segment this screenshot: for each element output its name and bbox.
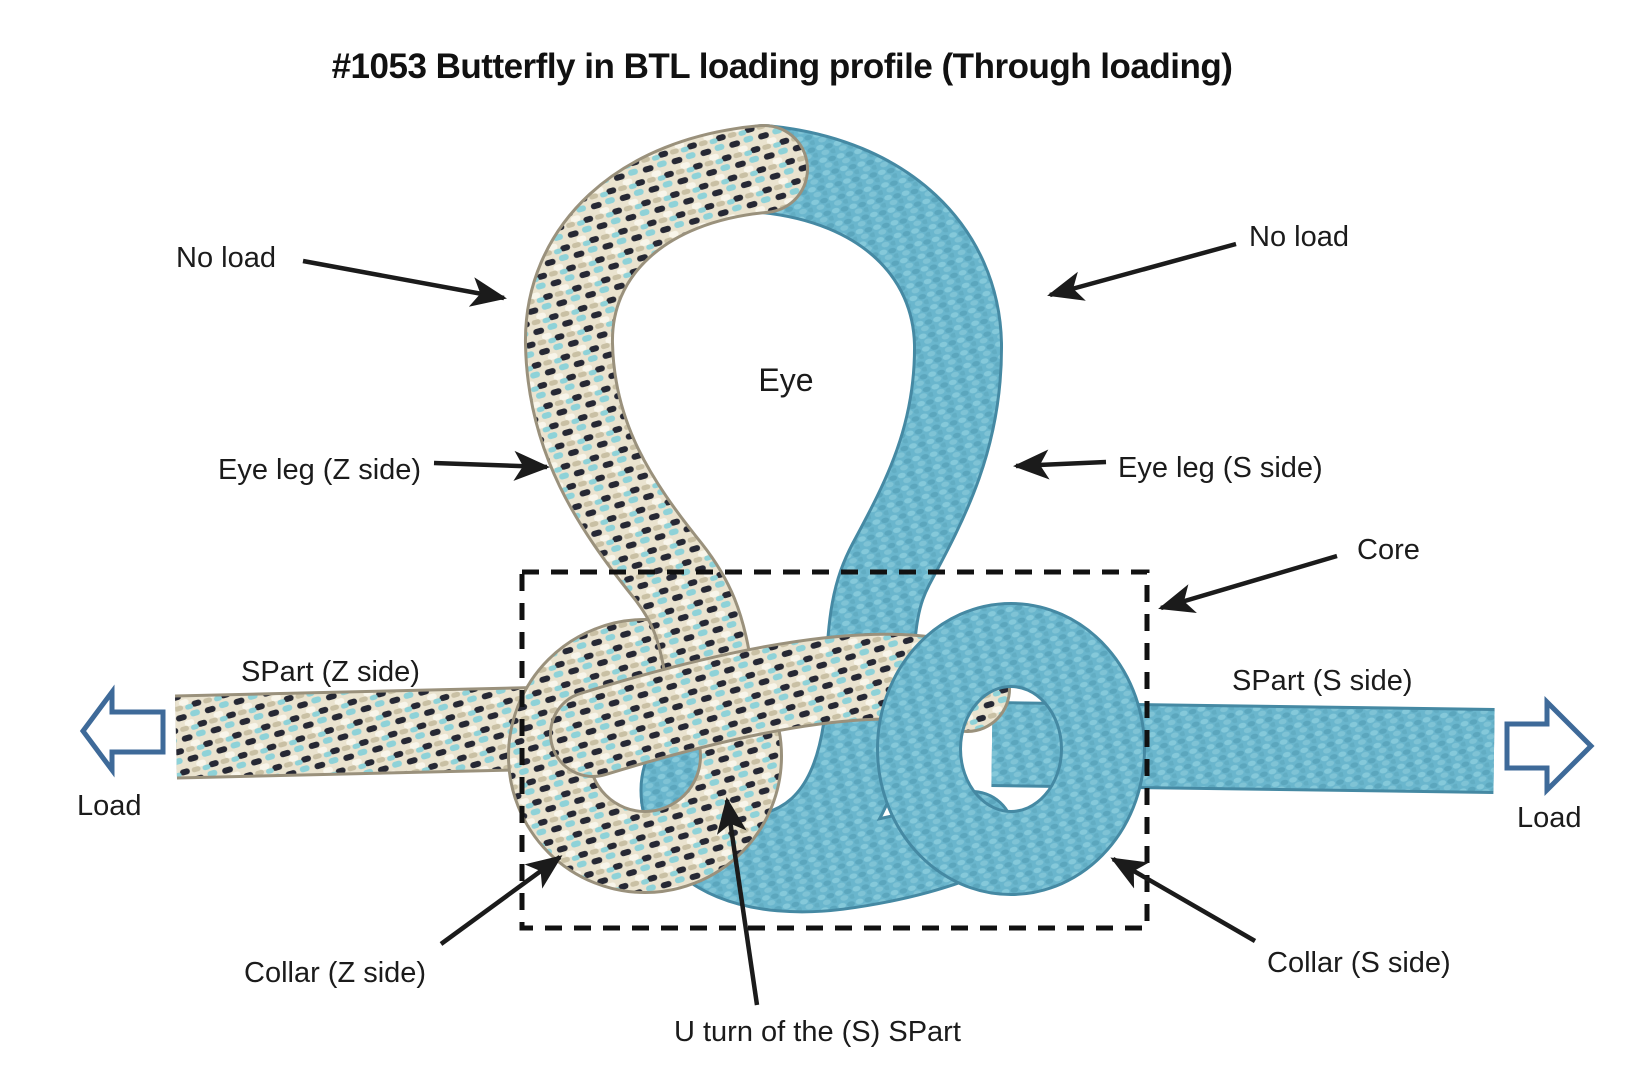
rope-collar-s-ring [876, 602, 1146, 896]
label-eye-leg-z: Eye leg (Z side) [218, 454, 421, 486]
label-load-left: Load [77, 790, 142, 822]
label-core: Core [1357, 534, 1420, 566]
label-load-right: Load [1517, 802, 1582, 834]
arrow-core [1158, 553, 1338, 614]
label-collar-s: Collar (S side) [1267, 947, 1451, 979]
annotation-arrows [302, 241, 1338, 1006]
rope-collar-z-ring [507, 618, 783, 894]
arrow-no-load-right [1047, 241, 1237, 301]
arrow-eye-leg-s [1013, 449, 1107, 480]
arrow-no-load-left [302, 258, 507, 307]
arrow-collar-s [1110, 857, 1257, 943]
label-spart-z: SPart (Z side) [241, 656, 420, 688]
load-arrow-left-icon [79, 684, 166, 778]
label-eye-leg-s: Eye leg (S side) [1118, 452, 1323, 484]
label-no-load-left: No load [176, 242, 276, 274]
rope-eye-leg-s [719, 124, 1004, 741]
load-arrow-right-icon [1504, 695, 1595, 797]
label-collar-z: Collar (Z side) [244, 957, 426, 989]
diagram-title: #1053 Butterfly in BTL loading profile (… [332, 47, 1233, 86]
arrow-eye-leg-z [433, 450, 550, 481]
label-no-load-right: No load [1249, 221, 1349, 253]
core-boundary-box [519, 569, 1150, 931]
label-eye: Eye [758, 362, 813, 398]
label-u-turn: U turn of the (S) SPart [674, 1016, 961, 1048]
label-spart-s: SPart (S side) [1232, 665, 1413, 697]
arrow-collar-z [439, 855, 563, 946]
rope-eye-leg-z [524, 124, 809, 721]
arrow-u-turn [716, 797, 760, 1006]
rope-artwork [174, 124, 1495, 914]
